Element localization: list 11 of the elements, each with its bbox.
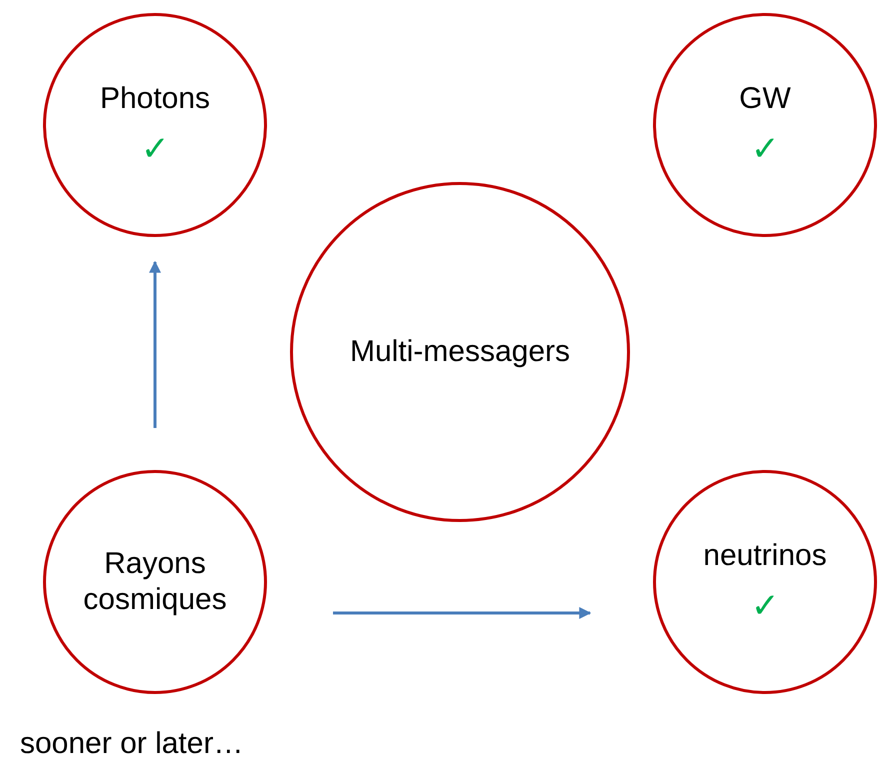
check-mark: ✓ xyxy=(751,586,779,626)
node-label: GW xyxy=(739,81,791,117)
node-label: Rayons cosmiques xyxy=(82,546,228,618)
arrow xyxy=(333,607,592,619)
check-mark: ✓ xyxy=(141,129,169,169)
node-label: Multi-messagers xyxy=(350,334,570,370)
node-label: Photons xyxy=(100,81,210,117)
arrow xyxy=(149,260,161,428)
note-text: sooner or later… xyxy=(20,727,244,760)
check-mark: ✓ xyxy=(751,129,779,169)
node-label: neutrinos xyxy=(703,538,827,574)
